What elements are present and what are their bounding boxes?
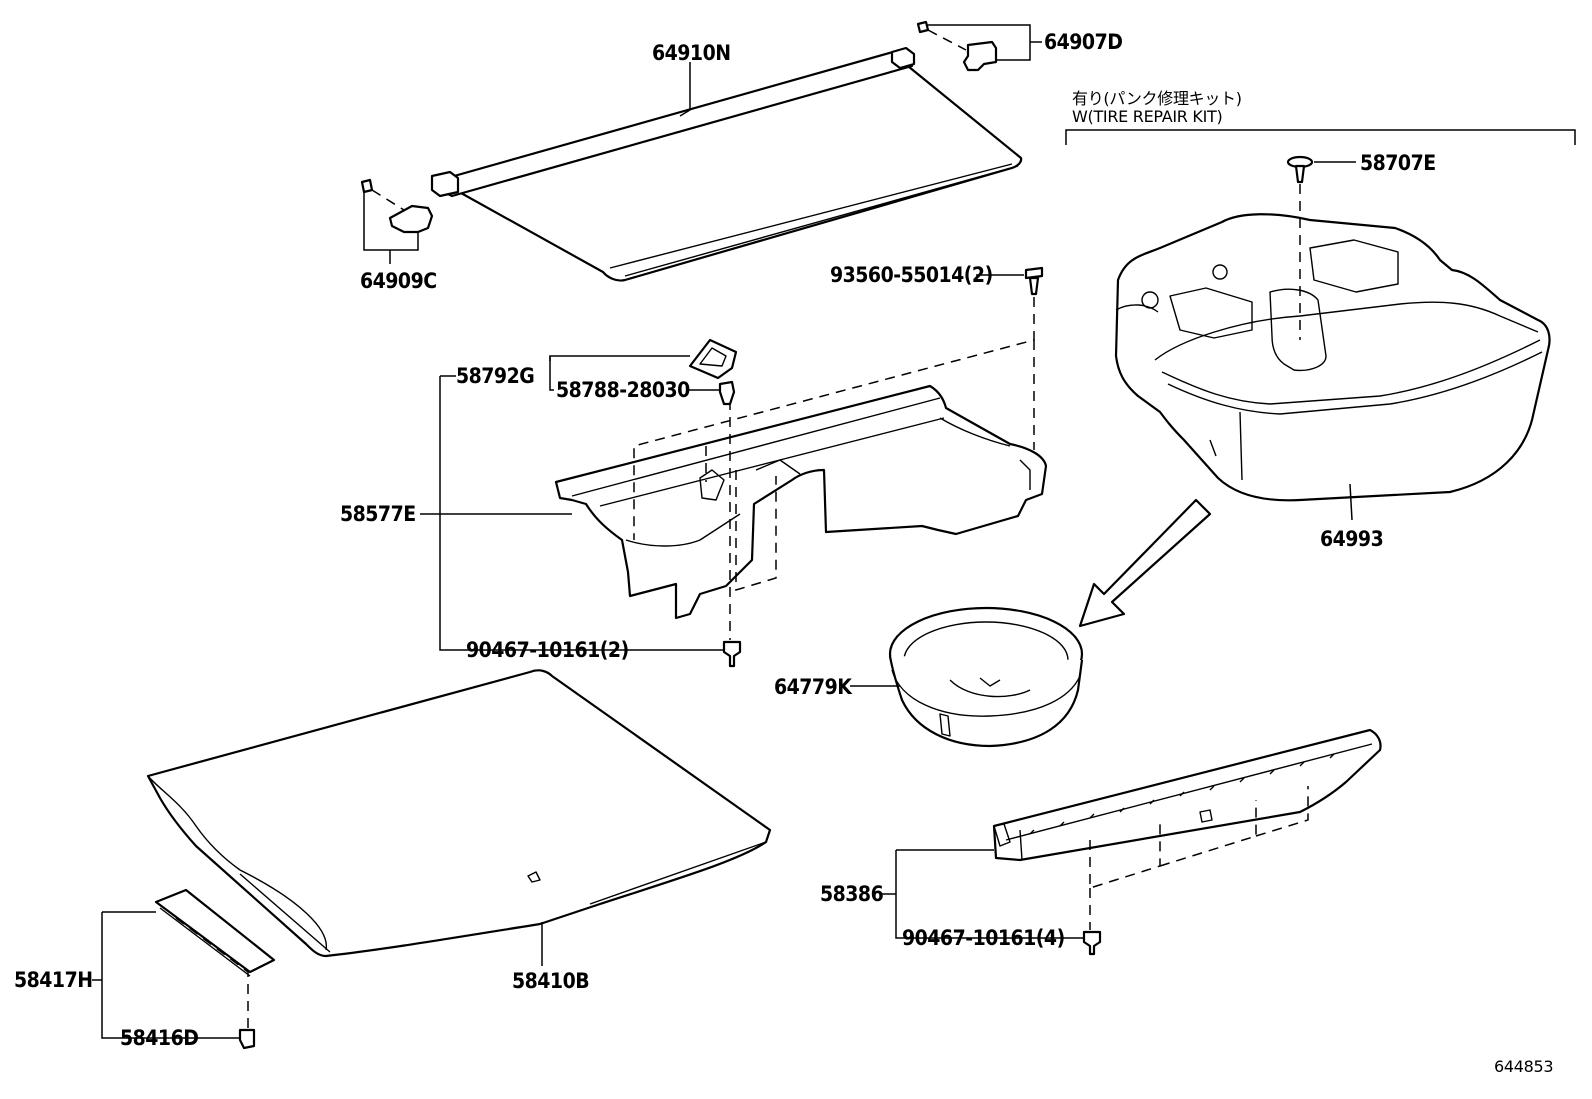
leader-lines — [420, 62, 691, 515]
storage-tray-64993 — [1114, 213, 1551, 521]
label-90467-a: 90467-10161(2) — [466, 638, 629, 662]
label-58788: 58788-28030 — [556, 378, 690, 402]
tonneau-cover — [430, 46, 1023, 282]
bracket-64907d — [916, 20, 1042, 72]
label-58707e: 58707E — [1360, 151, 1436, 175]
label-64779k: 64779K — [774, 675, 853, 699]
label-64907d: 64907D — [1044, 30, 1122, 54]
label-58792g: 58792G — [456, 364, 534, 388]
direction-arrow — [1078, 498, 1212, 628]
label-58386: 58386 — [820, 882, 884, 906]
clip-90467-a — [722, 640, 742, 668]
label-58577e: 58577E — [340, 502, 416, 526]
fastener-guides — [633, 280, 1035, 640]
floor-board-58410b — [146, 669, 772, 966]
label-58417h: 58417H — [14, 968, 93, 992]
screw-93560 — [976, 266, 1044, 296]
cover-58417h — [92, 888, 276, 1050]
scuff-plate-58386 — [880, 728, 1382, 956]
diagram-id: 644853 — [1494, 1057, 1553, 1076]
spare-tire-cover-64779k — [850, 606, 1084, 748]
note-jp: 有り(パンク修理キット) — [1072, 89, 1242, 108]
hook-58792g — [439, 338, 738, 651]
part-labels: 64910N 64907D 64909C 58707E 93560-55014(… — [14, 30, 1554, 1076]
label-90467-b: 90467-10161(4) — [902, 926, 1065, 950]
label-58416d: 58416D — [120, 1026, 198, 1050]
floor-side-panel-58577e — [554, 384, 1048, 620]
label-64993: 64993 — [1320, 527, 1383, 551]
variant-bracket — [1065, 129, 1576, 145]
note-en: W(TIRE REPAIR KIT) — [1072, 107, 1222, 126]
label-64910n: 64910N — [652, 41, 731, 65]
label-64909c: 64909C — [360, 269, 437, 293]
label-58410b: 58410B — [512, 969, 589, 993]
label-93560: 93560-55014(2) — [830, 263, 993, 287]
bracket-64909c — [360, 178, 434, 264]
clip-58707e — [1286, 155, 1356, 340]
